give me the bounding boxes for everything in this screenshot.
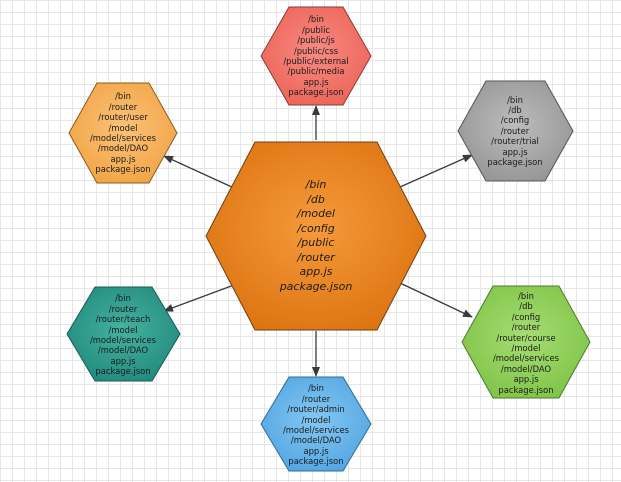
node-line: /model/DAO — [290, 435, 342, 446]
node-line: /model — [511, 343, 541, 353]
node-line: /model/services — [89, 133, 157, 143]
node-line: /router — [108, 101, 138, 112]
node-line: /config — [500, 115, 530, 126]
node-line: /router/trial — [491, 136, 539, 147]
node-line: package.json — [288, 87, 344, 98]
node-line: /router — [297, 250, 335, 264]
node-line: app.js — [303, 445, 329, 456]
node-line: /model/DAO — [97, 345, 149, 356]
node-line: package.json — [95, 164, 151, 175]
node-line: /model/services — [492, 353, 560, 364]
node-line: /bin — [308, 14, 324, 25]
node-line: /model/DAO — [97, 143, 149, 154]
node-line: /config — [297, 221, 335, 235]
node-line: /bin — [518, 290, 534, 301]
right-node-label: /bin/db/config/router/router/course/mode… — [466, 288, 586, 398]
node-line: app.js — [299, 265, 333, 278]
bottom-node-label: /bin/router/router/admin/model/model/ser… — [266, 380, 366, 470]
node-line: /db — [307, 192, 325, 206]
node-line: /bin — [115, 293, 131, 304]
node-line: /model — [301, 414, 331, 425]
node-line: /bin — [305, 178, 327, 191]
node-line: package.json — [95, 366, 151, 377]
node-line: /router/course — [496, 332, 556, 343]
node-line: app.js — [110, 153, 136, 164]
node-line: /model — [108, 324, 138, 335]
node-line: /router — [500, 125, 530, 136]
hexagon-bottom[interactable] — [260, 376, 372, 472]
connector-center-to-left-top — [163, 155, 235, 189]
node-line: /bin — [507, 94, 523, 105]
node-line: /bin — [308, 383, 324, 394]
node-line: package.json — [487, 157, 543, 168]
node-line: /bin — [115, 91, 131, 102]
connector-center-to-left-bottom — [163, 284, 235, 312]
hexagon-center[interactable] — [205, 141, 427, 331]
node-line: app.js — [110, 355, 136, 366]
node-line: package.json — [498, 384, 554, 395]
node-line: /public — [297, 236, 335, 249]
node-line: /public/js — [297, 35, 335, 46]
hexagon-top[interactable] — [260, 6, 372, 106]
node-line: package.json — [279, 279, 353, 293]
node-line: /model/services — [89, 335, 157, 345]
node-line: /model/DAO — [500, 363, 552, 374]
left-bottom-node-label: /bin/router/router/teach/model/model/ser… — [73, 290, 173, 380]
left-top-node-label: /bin/router/router/user/model/model/serv… — [73, 85, 173, 181]
node-line: /config — [511, 311, 541, 322]
node-line: /router/teach — [95, 314, 151, 325]
top-node-label: /bin/public/public/js/public/css/public/… — [266, 8, 366, 104]
hexagon-right[interactable] — [461, 285, 591, 399]
node-line: app.js — [303, 76, 329, 87]
node-line: /public — [301, 24, 331, 35]
hexagon-top-right[interactable] — [457, 80, 574, 182]
node-line: /public/media — [287, 66, 345, 77]
node-line: app.js — [513, 374, 539, 385]
node-line: /router — [511, 322, 541, 333]
node-line: /router/user — [98, 112, 148, 123]
node-line: package.json — [288, 456, 344, 467]
node-line: /model/services — [282, 425, 350, 435]
node-line: /router — [301, 393, 331, 404]
node-line: /db — [508, 104, 522, 115]
connector-center-to-top-right — [399, 154, 473, 188]
node-line: /public/css — [293, 45, 339, 56]
connector-center-to-right — [399, 282, 473, 318]
node-line: /model — [108, 122, 138, 133]
node-line: /db — [519, 301, 533, 312]
node-line: /public/external — [283, 56, 349, 66]
node-line: /model — [297, 207, 335, 220]
node-line: app.js — [502, 146, 528, 157]
node-line: /router/admin — [287, 404, 345, 415]
node-line: /router — [108, 303, 138, 314]
hexagon-left-bottom[interactable] — [66, 286, 181, 382]
hexagon-left-top[interactable] — [68, 82, 178, 184]
